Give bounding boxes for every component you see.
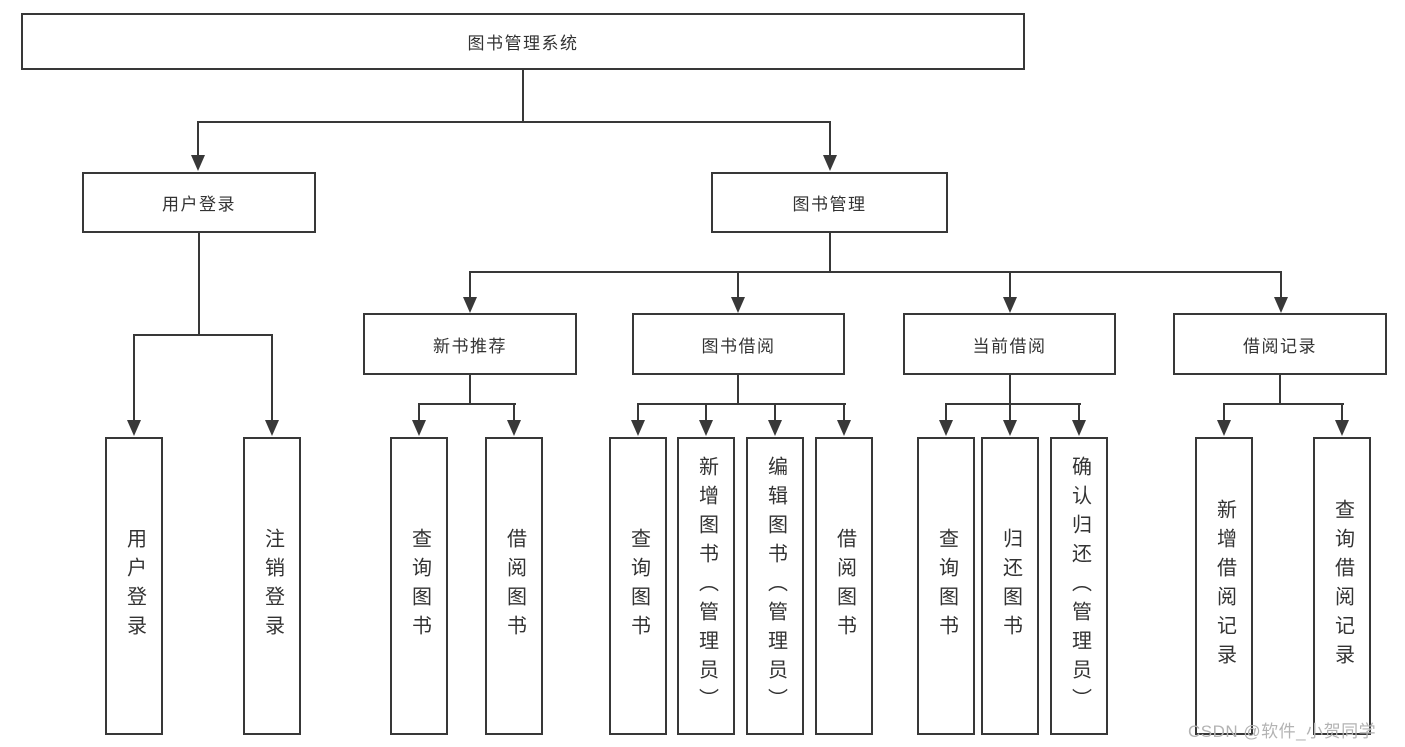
connector-user-login-stem [198, 233, 200, 336]
node-book-management: 图书管理 [711, 172, 948, 233]
connector-book-borrow-bar [637, 403, 846, 405]
connector-drop-leaf-logout [271, 334, 273, 422]
connector-drop-book-borrow [737, 271, 739, 299]
connector-drop-current-borrow [1009, 271, 1011, 299]
arrow-down-icon [731, 297, 745, 313]
leaf-add-book-admin: 新增图书（管理员） [677, 437, 735, 735]
node-borrow-records: 借阅记录 [1173, 313, 1387, 375]
arrow-down-icon [127, 420, 141, 436]
connector-book-mgmt-bar [469, 271, 1282, 273]
node-library-system-label: 图书管理系统 [467, 34, 579, 53]
leaf-query-book-borrow: 查询图书 [609, 437, 667, 735]
node-book-borrow-label: 图书借阅 [701, 336, 776, 356]
connector-user-login-bar [133, 334, 273, 336]
arrow-down-icon [191, 155, 205, 171]
connector-drop-book-mgmt [829, 121, 831, 158]
connector-drop-leaf-login [133, 334, 135, 422]
leaf-logout-label: 注销登录 [261, 528, 284, 644]
connector-drop [1009, 403, 1011, 422]
csdn-watermark: CSDN @软件_小贺同学 [1188, 722, 1377, 741]
arrow-down-icon [1274, 297, 1288, 313]
connector-book-borrow-stem [737, 375, 739, 405]
leaf-user-login: 用户登录 [105, 437, 163, 735]
leaf-query-borrow-record: 查询借阅记录 [1313, 437, 1371, 735]
connector-current-borrow-bar [945, 403, 1081, 405]
arrow-down-icon [1335, 420, 1349, 436]
connector-drop [1078, 403, 1080, 422]
arrow-down-icon [1217, 420, 1231, 436]
arrow-down-icon [768, 420, 782, 436]
connector-new-book-stem [469, 375, 471, 405]
leaf-query-book-current-label: 查询图书 [935, 528, 958, 644]
arrow-down-icon [631, 420, 645, 436]
leaf-return-book: 归还图书 [981, 437, 1039, 735]
node-user-login: 用户登录 [82, 172, 316, 233]
leaf-borrow-book-recommend: 借阅图书 [485, 437, 543, 735]
leaf-add-borrow-record: 新增借阅记录 [1195, 437, 1253, 735]
connector-book-mgmt-stem [829, 233, 831, 273]
leaf-add-borrow-record-label: 新增借阅记录 [1213, 499, 1236, 673]
arrow-down-icon [699, 420, 713, 436]
connector-borrow-records-stem [1279, 375, 1281, 405]
arrow-down-icon [507, 420, 521, 436]
connector-root-stem [522, 69, 524, 123]
connector-drop [1223, 403, 1225, 422]
arrow-down-icon [837, 420, 851, 436]
connector-drop [705, 403, 707, 422]
connector-new-book-bar [418, 403, 516, 405]
leaf-query-book-recommend: 查询图书 [390, 437, 448, 735]
leaf-return-book-label: 归还图书 [999, 528, 1022, 644]
connector-drop [774, 403, 776, 422]
leaf-edit-book-admin-label: 编辑图书（管理员） [764, 455, 787, 717]
leaf-user-login-label: 用户登录 [123, 528, 146, 644]
arrow-down-icon [1072, 420, 1086, 436]
arrow-down-icon [939, 420, 953, 436]
arrow-down-icon [1003, 297, 1017, 313]
leaf-confirm-return-admin: 确认归还（管理员） [1050, 437, 1108, 735]
leaf-add-book-admin-label: 新增图书（管理员） [695, 455, 718, 717]
connector-drop [843, 403, 845, 422]
arrow-down-icon [463, 297, 477, 313]
connector-drop [513, 403, 515, 422]
arrow-down-icon [1003, 420, 1017, 436]
node-book-management-label: 图书管理 [792, 195, 867, 214]
connector-drop-borrow-records [1280, 271, 1282, 299]
arrow-down-icon [265, 420, 279, 436]
node-book-borrow: 图书借阅 [632, 313, 845, 375]
node-new-book-recommend: 新书推荐 [363, 313, 577, 375]
connector-drop-user-login [197, 121, 199, 158]
arrow-down-icon [823, 155, 837, 171]
connector-drop [637, 403, 639, 422]
connector-borrow-records-bar [1223, 403, 1344, 405]
connector-drop [418, 403, 420, 422]
leaf-confirm-return-admin-label: 确认归还（管理员） [1068, 455, 1091, 717]
leaf-borrow-book: 借阅图书 [815, 437, 873, 735]
node-user-login-label: 用户登录 [162, 195, 236, 214]
connector-drop [1341, 403, 1343, 422]
leaf-borrow-book-label: 借阅图书 [833, 528, 856, 644]
connector-root-bar [197, 121, 831, 123]
connector-drop-new-book [469, 271, 471, 299]
node-borrow-records-label: 借阅记录 [1243, 336, 1317, 356]
leaf-borrow-book-recommend-label: 借阅图书 [503, 528, 526, 644]
leaf-query-book-recommend-label: 查询图书 [408, 528, 431, 644]
connector-drop [945, 403, 947, 422]
leaf-edit-book-admin: 编辑图书（管理员） [746, 437, 804, 735]
connector-current-borrow-stem [1009, 375, 1011, 405]
arrow-down-icon [412, 420, 426, 436]
leaf-query-borrow-record-label: 查询借阅记录 [1331, 499, 1354, 673]
node-new-book-recommend-label: 新书推荐 [433, 336, 507, 356]
leaf-query-book-current: 查询图书 [917, 437, 975, 735]
node-current-borrow-label: 当前借阅 [972, 336, 1047, 356]
leaf-logout: 注销登录 [243, 437, 301, 735]
node-current-borrow: 当前借阅 [903, 313, 1116, 375]
node-library-system: 图书管理系统 [21, 13, 1025, 70]
leaf-query-book-borrow-label: 查询图书 [627, 528, 650, 644]
